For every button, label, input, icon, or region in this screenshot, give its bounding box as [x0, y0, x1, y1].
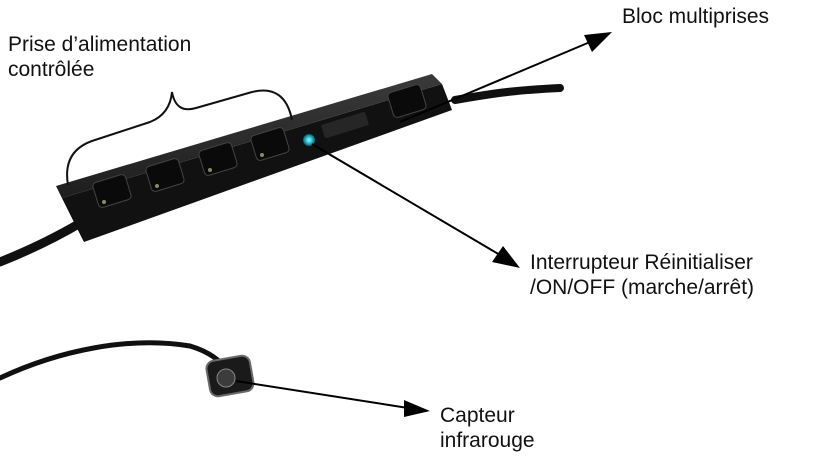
brace [66, 89, 293, 186]
label-interrupteur-line1: Interrupteur Réinitialiser [530, 251, 753, 274]
controlled-sockets [92, 127, 290, 208]
label-capteur-infrarouge: Capteur infrarouge [440, 403, 535, 453]
label-interrupteur-line2: /ON/OFF (marche/arrêt) [530, 276, 755, 299]
label-bloc-multiprises: Bloc multiprises [622, 5, 770, 28]
strip-cable [0, 217, 87, 267]
label-prise-line2: contrôlée [8, 58, 95, 81]
infrared-sensor [205, 354, 255, 398]
rear-cable [451, 84, 564, 104]
label-interrupteur: Interrupteur Réinitialiser /ON/OFF (marc… [530, 250, 754, 300]
sensor-cable [0, 340, 231, 381]
arrow-capteur [235, 380, 430, 417]
label-prise-line1: Prise d’alimentation [8, 33, 192, 56]
reset-switch-led [303, 134, 315, 146]
label-prise-controlee: Prise d’alimentation contrôlée [8, 32, 191, 82]
arrow-bloc [399, 32, 612, 123]
master-socket [387, 84, 427, 118]
power-strip [56, 74, 452, 242]
arrow-interrupteur [311, 143, 520, 268]
label-capteur-line1: Capteur [440, 404, 515, 427]
label-capteur-line2: infrarouge [440, 429, 535, 452]
strip-label-panel [321, 112, 369, 138]
